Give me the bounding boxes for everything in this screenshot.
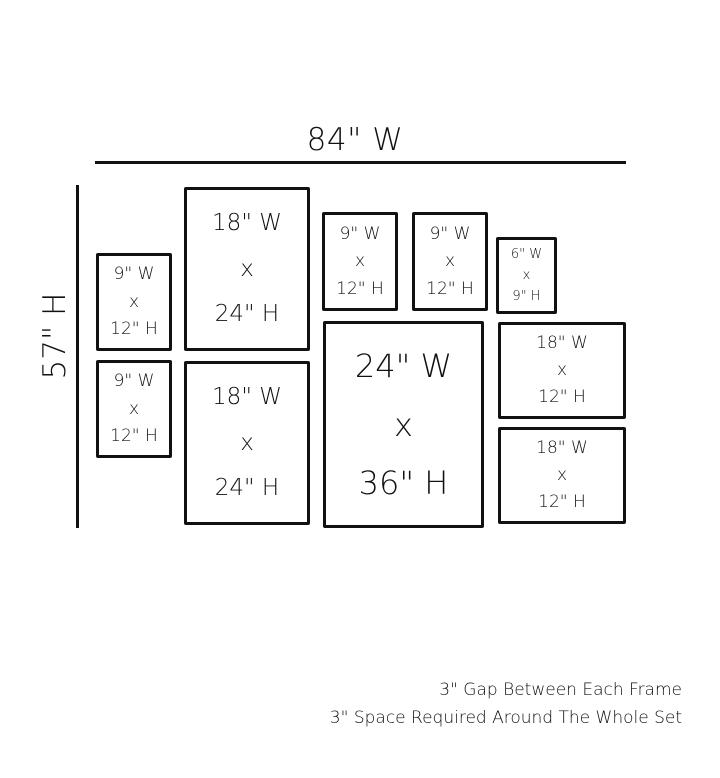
frame-times: x <box>522 268 531 283</box>
frame-9x12-center-1: 9" W x 12" H <box>322 212 398 311</box>
frame-times: x <box>240 429 254 456</box>
frame-times: x <box>240 255 254 282</box>
frame-times: x <box>394 405 413 444</box>
height-dimension-line <box>76 185 79 528</box>
frame-width: 9" W <box>113 371 155 392</box>
frame-width: 9" W <box>429 223 471 244</box>
frame-18x24-bottom: 18" W x 24" H <box>184 361 310 525</box>
total-width-label: 84" W <box>306 122 404 158</box>
frame-height: 12" H <box>110 318 158 339</box>
total-height-label: 57" H <box>37 292 73 380</box>
width-dimension-line <box>95 161 626 164</box>
frame-times: x <box>354 251 366 271</box>
frame-width: 18" W <box>536 438 588 458</box>
frame-width: 18" W <box>212 384 282 411</box>
frame-height: 24" H <box>214 300 280 327</box>
frame-18x12-top: 18" W x 12" H <box>498 322 626 419</box>
frame-height: 12" H <box>426 278 474 299</box>
frame-height: 12" H <box>538 387 586 407</box>
frame-18x12-bottom: 18" W x 12" H <box>498 427 626 524</box>
frame-times: x <box>444 251 456 271</box>
frame-24x36: 24" W x 36" H <box>323 321 484 528</box>
frame-height: 12" H <box>336 278 384 299</box>
frame-height: 12" H <box>110 425 158 446</box>
frame-9x12-center-2: 9" W x 12" H <box>412 212 488 311</box>
frame-width: 24" W <box>354 347 453 386</box>
gap-note: 3" Gap Between Each Frame <box>439 680 682 700</box>
frame-9x12-left-top: 9" W x 12" H <box>96 253 172 351</box>
frame-width: 6" W <box>510 247 543 262</box>
space-note: 3" Space Required Around The Whole Set <box>329 708 682 728</box>
frame-width: 9" W <box>339 223 381 244</box>
frame-times: x <box>128 398 140 419</box>
frame-times: x <box>128 291 140 312</box>
frame-6x9: 6" W x 9" H <box>496 237 557 314</box>
frame-times: x <box>556 360 568 380</box>
frame-height: 24" H <box>214 474 280 501</box>
frame-width: 18" W <box>536 333 588 353</box>
frame-times: x <box>556 465 568 485</box>
frame-width: 9" W <box>113 264 155 285</box>
frame-9x12-left-bottom: 9" W x 12" H <box>96 360 172 458</box>
frame-height: 9" H <box>512 289 541 304</box>
frame-height: 12" H <box>538 492 586 512</box>
frame-width: 18" W <box>212 210 282 237</box>
frame-height: 36" H <box>358 463 449 502</box>
frame-18x24-top: 18" W x 24" H <box>184 187 310 351</box>
